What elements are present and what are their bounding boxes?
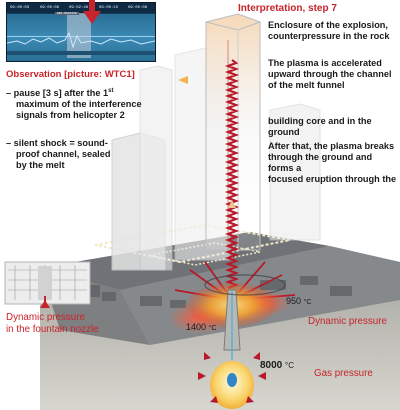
temperature-8000-label: 8000 °C [260,360,294,371]
interpretation-para-4: After that, the plasma breaks through th… [268,141,400,185]
interpretation-para-1: Enclosure of the explosion, counterpress… [268,20,400,42]
interpretation-para-2-line-1: The plasma is accelerated [268,58,382,68]
temperature-1400-value: 1400 [186,322,207,332]
signal-timestamp: 09:00:03 [10,6,30,10]
fountain-nozzle-inset [4,261,91,308]
temperature-8000-unit: °C [285,361,295,370]
temperature-8000-value: 8000 [260,360,283,371]
observation-point-2-line-3: by the melt [16,160,65,170]
observation-point-1: – pause [3 s] after the 1st maximum of t… [6,86,146,121]
inward-pressure-arrows [198,352,266,403]
signal-timestamp: 09:00:15 [99,6,119,10]
pressure-rays [174,261,296,301]
signal-marker-box [67,13,91,58]
nozzle-pressure-line-2: in the fountain nozzle [6,324,99,335]
temperature-950-label: 950 °C [286,296,311,306]
signal-timestamp: 09:00:09 [40,6,60,10]
observation-title: Observation [picture: WTC1] [6,69,135,80]
interpretation-para-2-line-3: of the melt funnel [268,80,345,90]
observation-point-1-superscript: st [108,88,114,94]
temperature-1400-label: 1400 °C [186,322,216,332]
temperature-1400-unit: °C [208,325,217,332]
interpretation-para-4-line-3: focused eruption through the [268,174,397,184]
plasma-bulb [210,361,254,409]
down-arrow-icon [83,0,101,24]
interpretation-para-4-line-1: After that, the plasma breaks [268,141,395,151]
observation-point-1-line-2: maximum of the interference [16,99,142,110]
interpretation-para-4-line-2: through the ground and forms a [268,152,373,173]
interpretation-para-2-line-2: upward through the channel [268,69,392,79]
signal-timestamp: 09:00:08 [128,6,148,10]
dynamic-pressure-label: Dynamic pressure [308,316,387,327]
temperature-950-value: 950 [286,296,302,306]
interpretation-para-3: building core and in the ground [268,116,400,138]
signal-timestamp: 09:02:46 [69,6,89,10]
interpretation-para-2: The plasma is accelerated upward through… [268,58,400,91]
plasma-spread [187,283,277,327]
interpretation-para-3-line-1: building core and in the ground [268,116,372,137]
signal-waveform [7,31,155,55]
observation-point-1-line-1: – pause [3 s] after the 1 [6,88,109,99]
observation-point-2-line-2: proof channel, sealed [16,149,111,159]
hot-zone-950 [232,290,292,316]
interference-signal-strip: 09:00:03 09:00:09 09:02:46 09:00:15 09:0… [6,2,156,62]
nozzle-pressure-label: Dynamic pressure in the fountain nozzle [6,312,99,336]
plasma-channel-zigzag [224,59,240,290]
signal-marker-label: DRF-MASSIVE [55,12,79,15]
observation-point-1-line-3: signals from helicopter 2 [16,110,125,121]
temperature-950-unit: °C [303,299,312,306]
nozzle-pressure-line-1: Dynamic pressure [6,312,85,323]
interpretation-para-1-line-1: Enclosure of the explosion, [268,20,388,30]
observation-point-2: – silent shock = sound- proof channel, s… [6,138,146,171]
interpretation-para-1-line-2: counterpressure in the rock [268,31,390,41]
melt-funnel [223,289,241,351]
interpretation-title: Interpretation, step 7 [238,3,337,14]
central-tower [205,13,261,251]
gas-pressure-label: Gas pressure [314,368,373,379]
observation-point-2-line-1: – silent shock = sound- [6,138,108,148]
